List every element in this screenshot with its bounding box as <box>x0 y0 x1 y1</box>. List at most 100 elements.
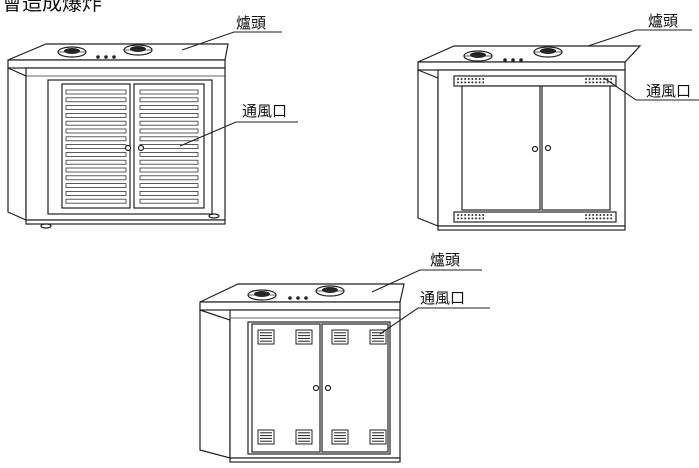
cabinet-grilled: 爐頭 通風口 <box>199 251 490 463</box>
vent-label: 通風口 <box>646 82 691 100</box>
vent-hole <box>478 81 481 84</box>
louver-slat <box>139 120 199 126</box>
vent-hole <box>475 214 477 216</box>
knob-icon <box>503 58 507 62</box>
vent-hole <box>610 214 613 216</box>
vent-hole <box>457 217 459 220</box>
vent-grille <box>331 429 349 445</box>
vent-grille <box>369 329 387 345</box>
callout-line <box>371 269 482 293</box>
louver-slat <box>139 136 199 142</box>
louver-slat <box>139 105 199 110</box>
louver-slat <box>65 89 127 95</box>
page-title: 會造成爆炸 <box>2 0 102 15</box>
louver-slat <box>139 198 199 204</box>
vent-hole <box>467 81 470 84</box>
leg-foot <box>40 223 52 229</box>
vent-hole <box>595 78 598 80</box>
vent-hole <box>464 81 467 84</box>
burner-icon <box>315 285 345 297</box>
knob-icon <box>112 55 116 59</box>
louver-slat <box>139 97 199 103</box>
vent-hole <box>588 217 591 220</box>
louver-slat <box>139 167 199 173</box>
burner-label: 爐頭 <box>648 12 678 30</box>
stove-top-surface <box>7 43 229 61</box>
vent-hole <box>592 217 595 220</box>
vent-grilles <box>257 329 387 445</box>
vent-hole <box>595 81 598 84</box>
vent-hole <box>595 214 598 216</box>
vent-hole <box>592 78 595 80</box>
vent-holes <box>457 78 613 220</box>
louver-slat <box>65 144 127 150</box>
vent-hole <box>606 217 609 220</box>
louver-slat <box>65 167 127 173</box>
knob-icon <box>296 296 300 300</box>
door-handle <box>531 145 539 153</box>
vent-hole <box>592 214 595 216</box>
vent-hole <box>460 217 463 220</box>
cabinet-base <box>437 225 626 231</box>
vent-hole <box>588 78 591 80</box>
vent-hole <box>585 217 587 220</box>
vent-hole <box>464 217 467 220</box>
louver-slat <box>65 120 127 126</box>
knob-icon <box>96 55 100 59</box>
vent-strip-bottom <box>453 211 617 223</box>
vent-hole <box>599 214 602 216</box>
vent-hole <box>471 217 474 220</box>
vent-hole <box>467 214 470 216</box>
vent-hole <box>585 81 587 84</box>
vent-hole <box>471 81 474 84</box>
vent-hole <box>482 78 485 80</box>
right-door <box>541 85 611 211</box>
vent-hole <box>478 214 481 216</box>
louver-slat <box>139 175 199 181</box>
louver-slat <box>65 183 127 189</box>
louver-slat <box>65 128 127 134</box>
vent-hole <box>457 81 459 84</box>
vent-hole <box>457 78 459 80</box>
vent-hole <box>603 214 605 216</box>
burner-icon <box>247 289 277 301</box>
vent-hole <box>478 78 481 80</box>
vent-hole <box>475 81 477 84</box>
door-handle <box>137 144 145 152</box>
vent-hole <box>471 214 474 216</box>
knob-icon <box>304 296 308 300</box>
louver-slat <box>139 128 199 134</box>
door-handle <box>544 144 552 152</box>
cabinet-base <box>25 219 226 225</box>
burner-icon <box>463 50 493 62</box>
louver-slat <box>65 151 127 157</box>
louver-slat <box>65 198 127 204</box>
callout-line <box>179 121 298 147</box>
vent-hole <box>464 78 467 80</box>
vent-hole <box>603 81 605 84</box>
burner-icon <box>533 46 563 58</box>
louver-slat <box>139 190 199 196</box>
callout-line <box>587 29 692 47</box>
louver-slat <box>139 159 199 165</box>
vent-hole <box>595 217 598 220</box>
vent-hole <box>475 78 477 80</box>
vent-hole <box>482 217 485 220</box>
vent-grille <box>369 429 387 445</box>
vent-grille <box>331 329 349 345</box>
vent-hole <box>482 214 485 216</box>
door-handle <box>312 384 320 392</box>
cabinet-perforated: 爐頭 通風口 <box>417 12 699 231</box>
knob-icon <box>519 58 523 62</box>
knob-icon <box>511 58 515 62</box>
vent-hole <box>478 217 481 220</box>
door-handle <box>324 384 332 392</box>
vent-label: 通風口 <box>242 102 287 120</box>
counter-edge <box>7 59 226 69</box>
knob-icon <box>288 296 292 300</box>
vent-label: 通風口 <box>420 289 465 307</box>
callout-line <box>379 307 490 335</box>
left-door <box>461 85 541 211</box>
louver-slat <box>139 144 199 150</box>
vent-hole <box>599 81 602 84</box>
